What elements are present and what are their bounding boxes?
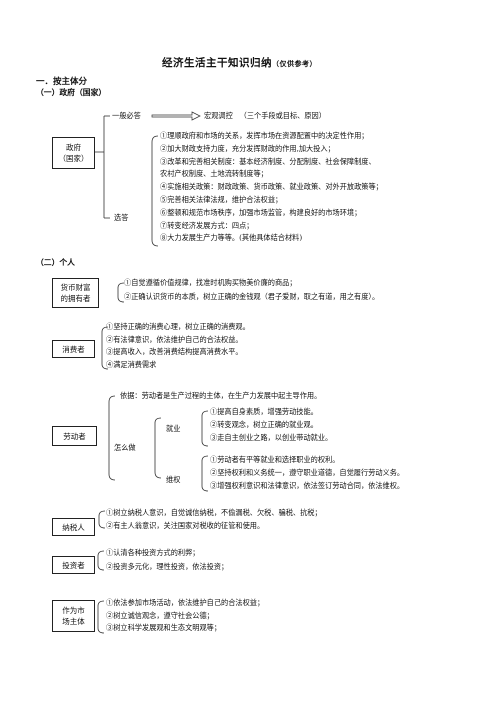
- worker-box-text: 劳动者: [63, 431, 86, 441]
- page-title: 经济生活主干知识归纳（仅供参考）: [162, 55, 317, 70]
- money-holder-item: ①自觉遵循价值规律，找准时机购买物美价廉的商品；: [124, 278, 297, 287]
- market-subject-item: ②树立诚信观念，遵守社会公德；: [106, 610, 214, 620]
- government-box-line1: 政府: [66, 143, 81, 152]
- subsection-heading-individual: （二）个人: [36, 258, 75, 267]
- government-item: ⑤完善相关法律法规，维护合法权益；: [160, 194, 283, 204]
- subsection-heading-government: （一）政府（国家）: [36, 88, 107, 97]
- taxpayer-item: ②有主人翁意识，关注国家对税收的征管和使用。: [106, 520, 265, 530]
- consumer-item: ①坚持正确的消费心理，树立正确的消费观。: [106, 322, 250, 331]
- government-box: 政府 （国家）: [52, 137, 95, 169]
- rights-item: ②坚持权利和义务统一，遵守职业道德，自觉履行劳动义务。: [210, 468, 405, 477]
- employment-label: 就业: [166, 424, 181, 433]
- title-note: （仅供参考）: [272, 59, 317, 68]
- government-item: ⑦转变经济发展方式：四点；: [160, 220, 254, 230]
- employment-items: ①提高自身素质，增强劳动技能。 ②转变观念，树立正确的就业观。 ③走自主创业之路…: [210, 407, 332, 446]
- market-subject-items: ①依法参加市场活动，依法维护自己的合法权益； ②树立诚信观念，遵守社会公德； ③…: [106, 598, 264, 636]
- taxpayer-items: ①树立纳税人意识，自觉诚信纳税，不偷漏税、欠税、骗税、抗税； ②有主人翁意识，关…: [106, 508, 322, 533]
- investor-item: ②投资多元化，理性投资，依法投资；: [106, 562, 229, 571]
- market-subject-box: 作为市 场主体: [52, 600, 95, 632]
- rights-item: ③增强权利意识和法律意识，依法签订劳动合同，依法维权。: [210, 481, 405, 490]
- market-subject-box-line1: 作为市: [62, 606, 85, 615]
- consumer-box: 消费者: [52, 340, 95, 358]
- how-to-label: 怎么做: [114, 443, 136, 452]
- macro-control-label: 宏观调控 （三个手段或目标、原因）: [204, 111, 326, 121]
- taxpayer-box: 纳税人: [52, 518, 95, 536]
- macro-control-note: （三个手段或目标、原因）: [239, 111, 326, 120]
- taxpayer-item: ①树立纳税人意识，自觉诚信纳税，不偷漏税、欠税、骗税、抗税；: [106, 508, 322, 517]
- investor-item: ①认清各种投资方式的利弊；: [106, 548, 200, 557]
- government-item: ④实施相关政策：财政政策、货币政策、就业政策、对外开放政策等；: [160, 182, 383, 192]
- market-subject-item: ①依法参加市场活动，依法维护自己的合法权益；: [106, 598, 265, 607]
- government-items: ①理顺政府和市场的关系，发挥市场在资源配置中的决定性作用； ②加大财政支持力度，…: [160, 131, 383, 246]
- government-box-line2: （国家）: [58, 154, 89, 163]
- section-heading-1: 一．按主体分: [36, 77, 88, 87]
- employment-item: ②转变观念，树立正确的就业观。: [210, 420, 318, 429]
- consumer-box-text: 消费者: [62, 344, 85, 354]
- money-holder-box-line2: 的拥有者: [60, 294, 91, 303]
- consumer-item: ②有法律意识，依法维护自己的合法权益。: [106, 334, 243, 344]
- title-text: 经济生活主干知识归纳: [162, 57, 272, 69]
- investor-box-text: 投资者: [62, 560, 85, 570]
- money-holder-box-line1: 货币财富: [60, 283, 91, 292]
- investor-box: 投资者: [52, 556, 95, 574]
- government-item: 农村产权制度、土地流转制度等；: [160, 169, 268, 179]
- consumer-items: ①坚持正确的消费心理，树立正确的消费观。 ②有法律意识，依法维护自己的合法权益。…: [106, 322, 250, 372]
- taxpayer-box-text: 纳税人: [62, 522, 85, 532]
- government-item: ①理顺政府和市场的关系，发挥市场在资源配置中的决定性作用；: [160, 131, 369, 140]
- optional-answer-label: 选答: [114, 213, 129, 222]
- rights-label: 维权: [166, 475, 181, 484]
- employment-item: ③走自主创业之路，以创业带动就业。: [210, 433, 333, 442]
- market-subject-item: ③树立科学发展观和生态文明观等；: [106, 623, 222, 632]
- money-holder-box: 货币财富 的拥有者: [52, 278, 99, 308]
- market-subject-box-line2: 场主体: [62, 617, 85, 626]
- rights-items: ①劳动者有平等就业和选择职业的权利。 ②坚持权利和义务统一，遵守职业道德，自觉履…: [210, 455, 404, 494]
- rights-item: ①劳动者有平等就业和选择职业的权利。: [210, 455, 340, 464]
- worker-box: 劳动者: [52, 426, 97, 446]
- must-answer-label: 一般必答: [112, 111, 141, 120]
- government-item: ②加大财政支持力度，充分发挥财政的作用,加大投入；: [160, 143, 335, 153]
- consumer-item: ④满足消费需求: [106, 359, 157, 369]
- worker-basis: 依据：劳动者是生产过程的主体，在生产力发展中起主导作用。: [120, 391, 322, 400]
- employment-item: ①提高自身素质，增强劳动技能。: [210, 407, 318, 416]
- consumer-item: ③提高收入，改善消费结构提高消费水平。: [106, 347, 243, 356]
- money-holder-items: ①自觉遵循价值规律，找准时机购买物美价廉的商品； ②正确认识货币的本质，树立正确…: [124, 278, 379, 306]
- government-item: ⑧大力发展生产力等等。(其他具体结合材料): [160, 233, 303, 243]
- government-item: ③改革和完善相关制度：基本经济制度、分配制度、社会保障制度、: [160, 156, 376, 166]
- investor-items: ①认清各种投资方式的利弊； ②投资多元化，理性投资，依法投资；: [106, 548, 228, 576]
- macro-control-text: 宏观调控: [204, 111, 233, 120]
- money-holder-item: ②正确认识货币的本质，树立正确的金钱观（君子爱财，取之有道，用之有度）。: [124, 292, 380, 301]
- government-item: ⑥整顿和规范市场秩序，加强市场监管，构建良好的市场环境；: [160, 207, 362, 217]
